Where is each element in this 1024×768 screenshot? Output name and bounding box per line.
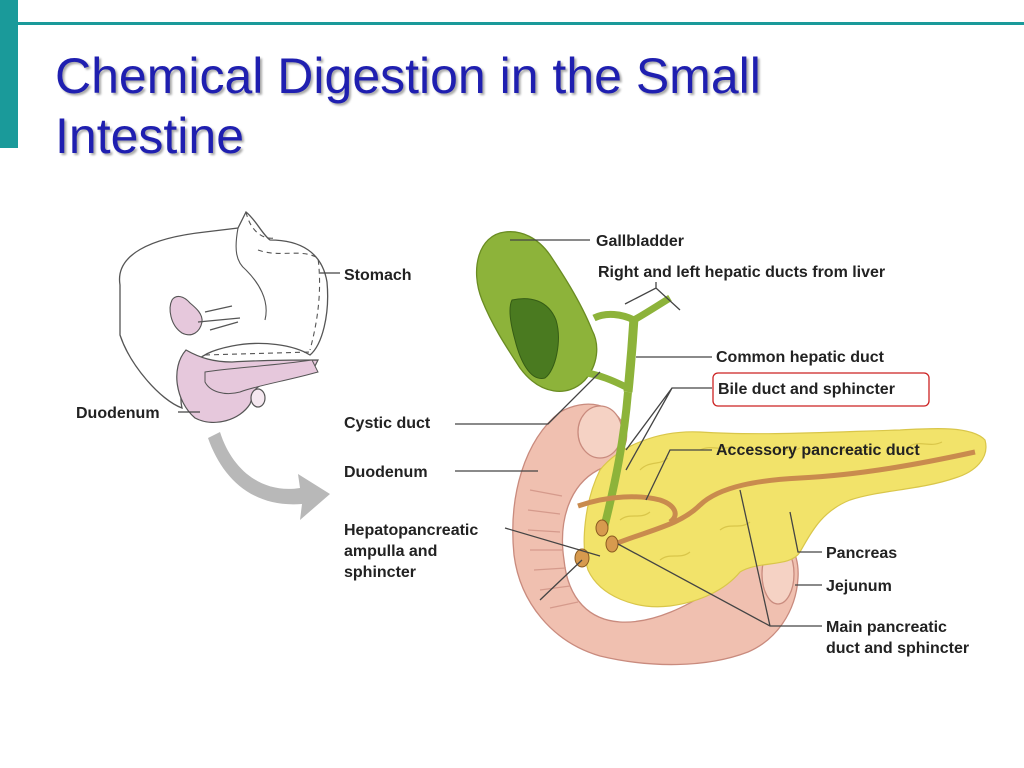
label-duodenum-overview: Duodenum: [76, 405, 160, 422]
label-jejunum: Jejunum: [826, 578, 892, 595]
label-cystic-duct: Cystic duct: [344, 415, 431, 432]
accent-bar: [0, 0, 18, 148]
gallbladder-wall-texture: [509, 298, 559, 379]
small-duodenum-end: [250, 388, 266, 408]
title-line-2: Intestine: [55, 108, 245, 164]
label-common-hepatic-duct: Common hepatic duct: [716, 349, 885, 366]
pancreas-texture: [619, 441, 943, 561]
small-ducts: [197, 305, 241, 331]
label-bile-duct: Bile duct and sphincter: [718, 381, 895, 398]
liver-inner-line: [235, 227, 267, 321]
small-pancreas: [204, 359, 319, 395]
label-hepatic-ducts: Right and left hepatic ducts from liver: [598, 264, 885, 281]
slide-title: Chemical Digestion in the Small Intestin…: [55, 46, 761, 166]
bile-duct-highlight-box: [712, 372, 930, 407]
accessory-pancreatic-duct: [577, 494, 678, 525]
label-hepatopancreatic-line2: ampulla and: [344, 543, 437, 560]
main-pancreatic-leader: [617, 489, 822, 627]
duodenum-folds: [527, 489, 579, 609]
main-diagram: [455, 231, 987, 666]
left-hepatic-duct: [632, 294, 672, 324]
top-rule: [18, 22, 1024, 25]
label-hepatopancreatic-line1: Hepatopancreatic: [344, 522, 478, 539]
bile-duct-leader: [625, 387, 712, 471]
right-hepatic-duct: [592, 310, 636, 324]
liver-outline: [118, 210, 329, 410]
cystic-duct-leader: [455, 371, 601, 425]
transition-arrow-icon: [208, 432, 330, 520]
overview-diagram: [118, 210, 340, 520]
label-accessory-pancreatic-duct: Accessory pancreatic duct: [716, 442, 920, 459]
pancreas: [583, 428, 987, 608]
hepatopancreatic-leader: [504, 527, 601, 601]
label-stomach: Stomach: [344, 267, 412, 284]
label-hepatopancreatic-line3: sphincter: [344, 564, 416, 581]
pancreas-leader: [789, 511, 822, 553]
main-pancreatic-duct: [614, 449, 976, 547]
label-gallbladder: Gallbladder: [596, 233, 684, 250]
duodenum-opening: [577, 405, 623, 459]
accessory-duct-leader: [645, 449, 712, 501]
label-main-pancreatic-line1: Main pancreatic: [826, 619, 947, 636]
label-pancreas: Pancreas: [826, 545, 897, 562]
title-line-1: Chemical Digestion in the Small: [55, 48, 761, 104]
bile-duct: [600, 391, 632, 529]
label-duodenum: Duodenum: [344, 464, 428, 481]
common-hepatic-duct: [623, 317, 639, 393]
stomach-dashed-outline: [245, 211, 321, 351]
hepatic-ducts-leader: [624, 282, 681, 311]
cystic-duct: [581, 368, 630, 392]
pancreas-dashed-outline: [204, 351, 311, 356]
label-main-pancreatic-line2: duct and sphincter: [826, 640, 969, 657]
